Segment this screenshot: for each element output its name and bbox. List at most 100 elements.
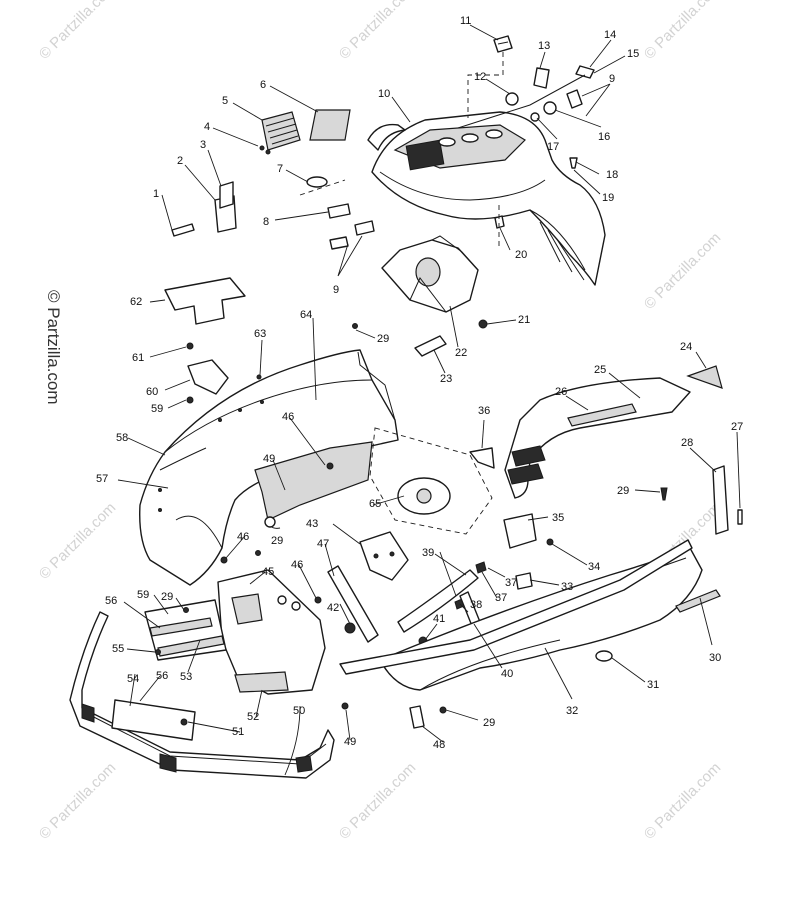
part-22-inner-panel	[381, 235, 479, 313]
part-21-nut	[478, 319, 488, 329]
callout-49: 49	[344, 736, 356, 748]
part-29-rivet	[660, 487, 668, 501]
callout-60: 60	[146, 386, 158, 398]
callout-56: 56	[156, 670, 168, 682]
part-16-grommet	[543, 101, 557, 115]
callout-5: 5	[222, 95, 228, 107]
callout-18: 18	[606, 169, 618, 181]
part-27-screw	[737, 509, 743, 525]
leader-lines	[117, 24, 741, 776]
callout-59: 59	[137, 589, 149, 601]
panel-vent	[507, 463, 544, 485]
part-12-nut	[505, 92, 519, 106]
watermark: © Partzilla.com	[336, 759, 419, 842]
part-24-tab	[686, 365, 723, 389]
part-29-rivet	[255, 550, 261, 556]
callout-21: 21	[518, 314, 530, 326]
callout-36: 36	[478, 405, 490, 417]
part-25-side-panel	[504, 377, 691, 499]
gauge-hole	[438, 137, 456, 147]
part-9-switch	[329, 236, 349, 250]
callout-38: 38	[470, 599, 482, 611]
callout-45: 45	[262, 566, 274, 578]
callout-50: 50	[293, 705, 305, 717]
callout-64: 64	[300, 309, 312, 321]
callout-28: 28	[681, 437, 693, 449]
part-29-rivet	[352, 323, 358, 329]
part-65-plate	[397, 477, 451, 515]
part-6-decal	[309, 109, 351, 141]
body-inner-panel-49	[254, 441, 373, 521]
callout-30: 30	[709, 652, 721, 664]
callout-57: 57	[96, 473, 108, 485]
part-54-decal	[111, 699, 196, 741]
part-49-clip	[341, 702, 349, 710]
callout-6: 6	[260, 79, 266, 91]
callout-29: 29	[161, 591, 173, 603]
rivet-row	[158, 400, 264, 512]
callout-41: 41	[433, 613, 445, 625]
callout-2: 2	[177, 155, 183, 167]
callout-52: 52	[247, 711, 259, 723]
part-3-bracket	[219, 181, 234, 209]
part-46-clip	[220, 556, 228, 564]
part-59-nut	[186, 396, 194, 404]
callout-9: 9	[609, 73, 615, 85]
gauge-hole	[461, 133, 479, 143]
part-4-screw	[259, 145, 265, 151]
callout-11: 11	[460, 15, 471, 27]
watermark: © Partzilla.com	[641, 229, 724, 312]
part-29-rivet	[183, 607, 189, 613]
callout-20: 20	[515, 249, 527, 261]
callout-19: 19	[602, 192, 614, 204]
part-43-plate	[359, 531, 409, 581]
hood-rail	[367, 123, 406, 151]
part-1-bolt	[171, 223, 195, 237]
callout-33: 33	[561, 581, 573, 593]
part-46-clip	[326, 462, 334, 470]
watermark: © Partzilla.com	[36, 499, 119, 582]
watermark: © Partzilla.com	[641, 0, 724, 63]
part-63-clip	[256, 374, 262, 380]
callout-27: 27	[731, 421, 743, 433]
part-9-clip	[566, 89, 583, 109]
part-31-grommet	[595, 650, 613, 662]
callout-61: 61	[132, 352, 144, 364]
callout-26: 26	[555, 386, 567, 398]
callout-39: 39	[422, 547, 434, 559]
part-45-lower-panel	[217, 569, 326, 695]
callout-65: 65	[369, 498, 381, 510]
part-60-bracket	[187, 359, 229, 395]
part-13-bracket	[533, 67, 550, 89]
hood-upper-assembly	[367, 111, 606, 286]
body-main-58	[139, 349, 399, 586]
callout-37: 37	[505, 577, 517, 589]
callout-29: 29	[617, 485, 629, 497]
callout-17: 17	[547, 141, 559, 153]
part-35-bracket	[503, 513, 537, 549]
callout-14: 14	[604, 29, 616, 41]
part-37-nut	[475, 561, 487, 574]
callout-10: 10	[378, 88, 390, 100]
part-56-strip	[149, 617, 213, 637]
gauge-window	[405, 139, 445, 171]
part-47-rail	[327, 565, 379, 643]
callout-43: 43	[306, 518, 318, 530]
watermark: © Partzilla.com	[36, 759, 119, 842]
callout-13: 13	[538, 40, 550, 52]
callout-15: 15	[627, 48, 639, 60]
callout-16: 16	[598, 131, 610, 143]
callout-49: 49	[263, 453, 275, 465]
part-36-clip	[469, 447, 495, 469]
callout-56: 56	[105, 595, 117, 607]
part-7-grommet	[306, 176, 328, 188]
part-29-rivet	[439, 706, 447, 714]
callout-37: 37	[495, 592, 507, 604]
part-42-nut	[344, 622, 356, 634]
part-8-switch	[327, 203, 351, 219]
callout-46: 46	[237, 531, 249, 543]
callout-labels: 1 2 3 4 5 6 7 8 9 9 10 11 12 13 14 15 16…	[96, 15, 743, 751]
callout-63: 63	[254, 328, 266, 340]
part-65-outline	[369, 427, 493, 535]
